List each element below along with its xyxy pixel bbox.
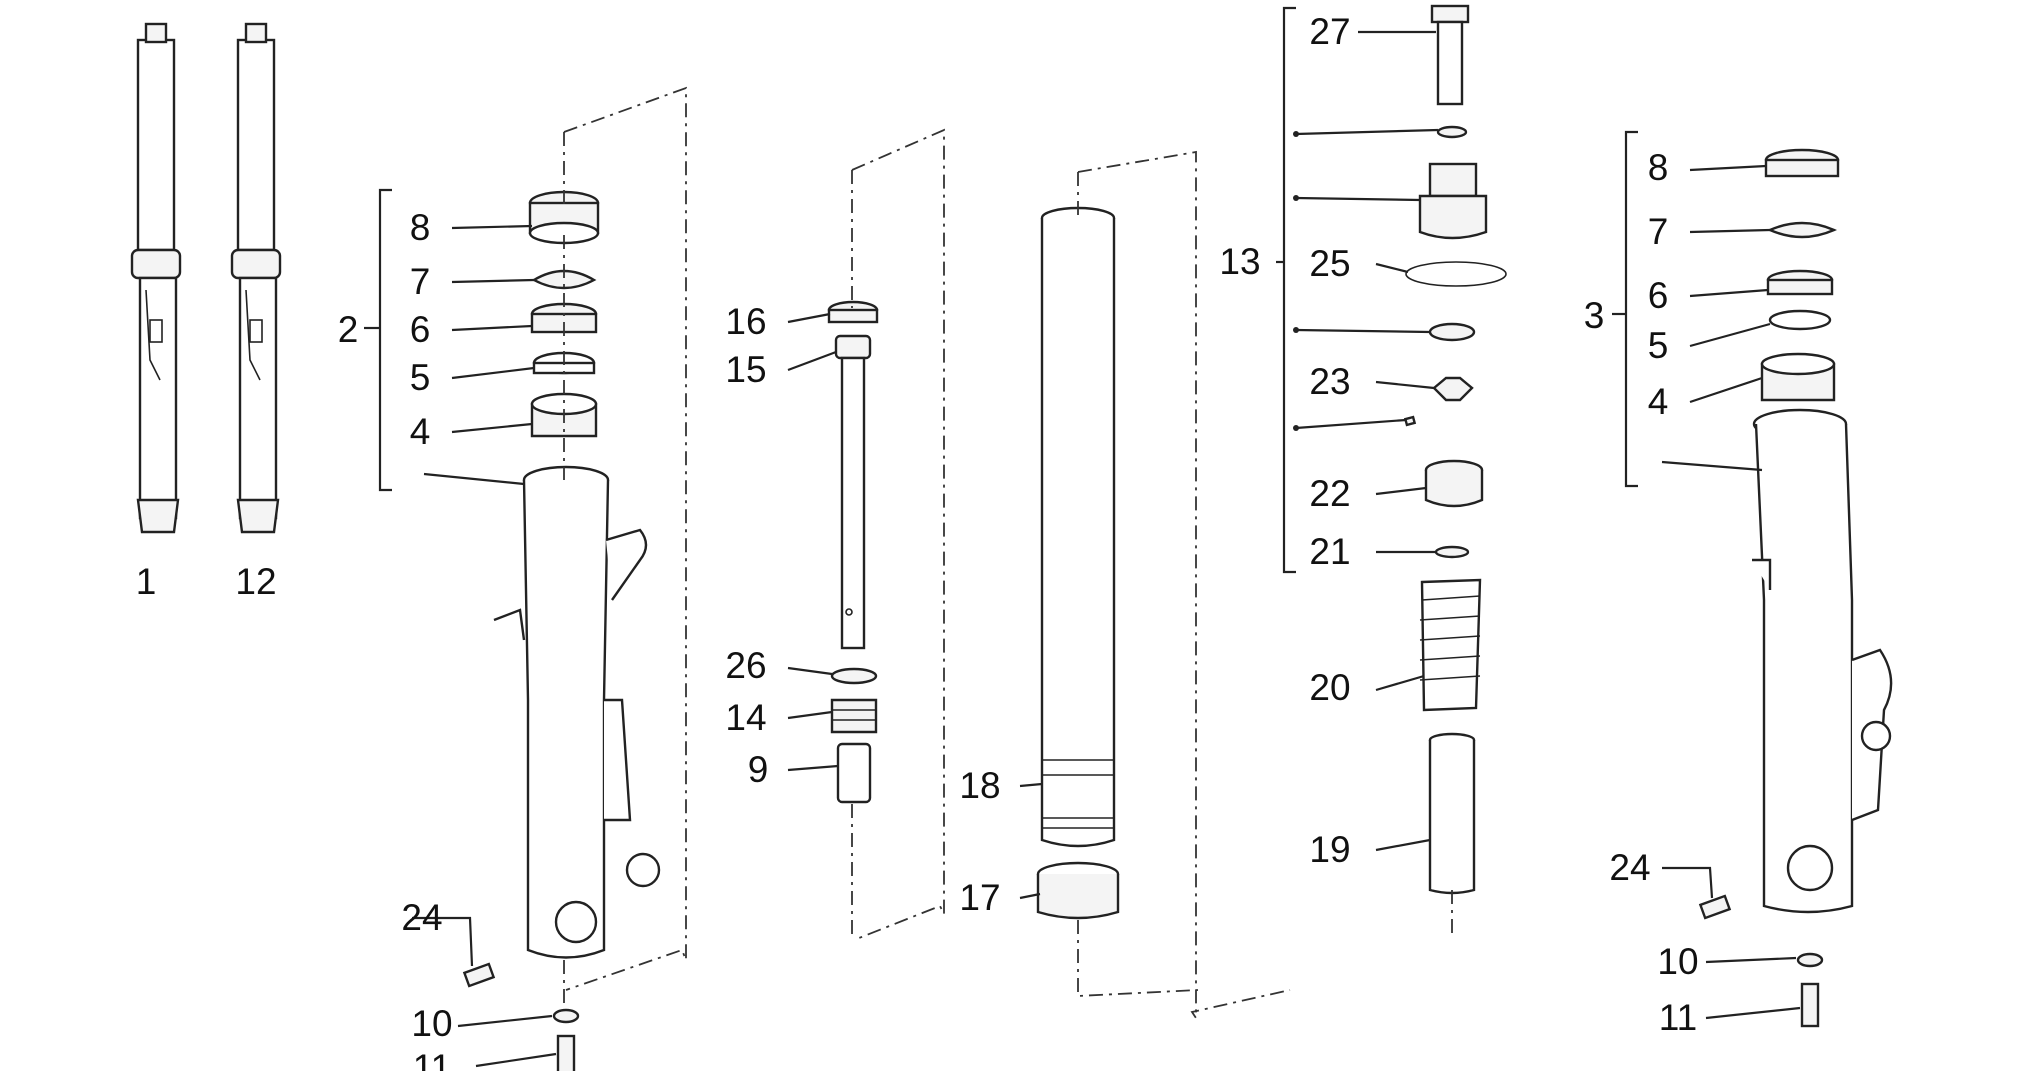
callout-23: 23 [1309,361,1350,402]
callout-26: 26 [725,645,766,686]
callout-15: 15 [725,349,766,390]
callout-8-right: 8 [1648,147,1669,188]
callout-25: 25 [1309,243,1350,284]
fork-assembly-1 [130,22,182,534]
callout-24-left: 24 [401,897,442,938]
callout-11-left: 11 [413,1047,451,1071]
right-fork-parts [1752,148,1893,914]
callout-13: 13 [1219,241,1260,282]
callout-6-right: 6 [1648,275,1669,316]
callout-6-left: 6 [410,309,431,350]
callout-5-left: 5 [410,357,431,398]
bracket-2 [378,188,392,492]
callout-18: 18 [959,765,1000,806]
cartridge-parts [1403,4,1507,895]
callout-12: 12 [235,561,276,602]
callout-22: 22 [1309,473,1350,514]
callout-20: 20 [1309,667,1350,708]
callout-1: 1 [136,561,157,602]
callout-16: 16 [725,301,766,342]
bracket-3 [1624,130,1638,488]
damper-rod-parts [827,300,879,804]
callout-27: 27 [1309,11,1350,52]
callout-24-right: 24 [1609,847,1650,888]
callout-2: 2 [338,309,359,350]
stanchion-tube [1036,206,1120,920]
right-bolts [1698,894,1824,1028]
callout-7-left: 7 [410,261,431,302]
callout-7-right: 7 [1648,211,1669,252]
callout-17: 17 [959,877,1000,918]
callout-4-left: 4 [410,411,431,452]
callout-labels: 1 12 2 3 4 5 6 7 8 4 5 6 7 8 9 10 11 10 … [136,11,1699,1076]
bracket-13 [1282,6,1296,574]
callout-11-right: 11 [1659,997,1697,1038]
callout-4-right: 4 [1648,381,1669,422]
callout-3: 3 [1584,295,1605,336]
callout-21: 21 [1309,531,1350,572]
callout-8-left: 8 [410,207,431,248]
fork-assembly-12 [230,22,282,534]
callout-14: 14 [725,697,766,738]
callout-9: 9 [748,749,769,790]
left-fork-parts [493,190,661,959]
callout-10-left: 10 [411,1003,452,1044]
callout-19: 19 [1309,829,1350,870]
left-bolts [462,962,580,1076]
callout-10-right: 10 [1657,941,1698,982]
callout-5-right: 5 [1648,325,1669,366]
